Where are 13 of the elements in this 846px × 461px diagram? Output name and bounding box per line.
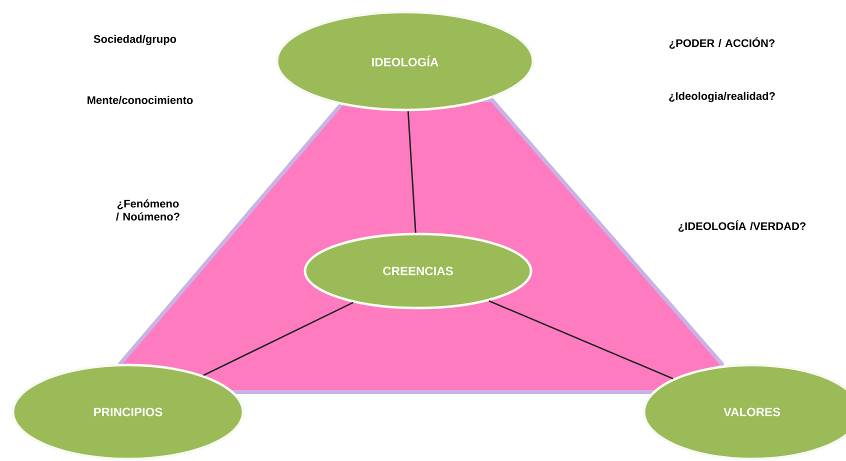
connector-line — [203, 302, 354, 376]
connector-line — [488, 300, 674, 380]
text-label: ¿IDEOLOGÍA /VERDAD? — [678, 220, 806, 232]
text-label: Mente/conocimiento — [88, 96, 193, 104]
ellipse-node: IDEOLOGÍA — [276, 10, 534, 112]
text-label: ¿Fenómeno / Noúmeno? — [116, 199, 180, 221]
ellipse-node: PRINCIPIOS — [12, 364, 244, 460]
ellipse-node: VALORES — [642, 364, 846, 460]
text-label: ¿PODER / ACCIÓN? — [669, 37, 775, 49]
text-label: Sociedad/grupo — [94, 34, 176, 46]
connector-line — [407, 111, 416, 233]
text-label: ¿Ideologia/realidad? — [669, 92, 775, 102]
ellipse-node: CREENCIAS — [304, 232, 532, 310]
